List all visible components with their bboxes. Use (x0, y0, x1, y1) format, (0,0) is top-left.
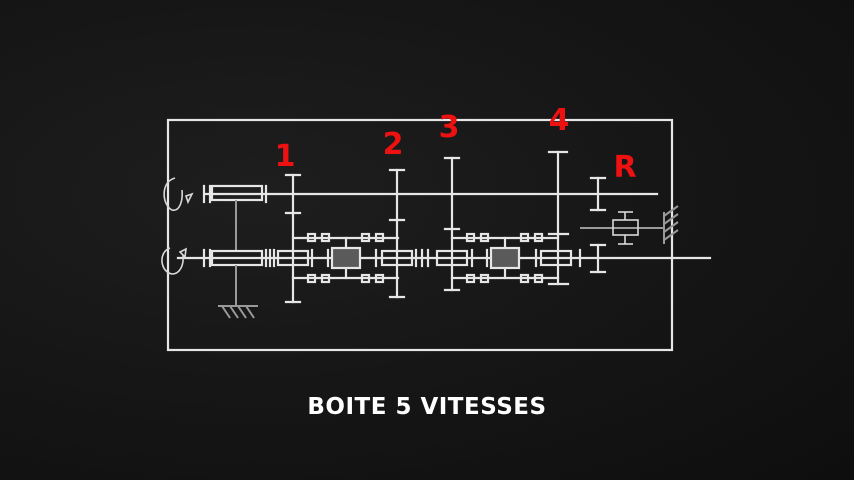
input-clutch (202, 184, 276, 319)
synchronizer-3-4 (450, 232, 560, 284)
gear-label-4: 4 (549, 103, 570, 138)
reverse-gear (580, 176, 679, 274)
gear-pair-3 (435, 156, 474, 292)
input-rotation-icon (163, 177, 194, 211)
gear-pair-4 (539, 150, 582, 286)
gear-label-2: 2 (383, 127, 404, 162)
synchronizer-1-2 (291, 232, 400, 284)
gear-label-3: 3 (439, 110, 460, 145)
output-rotation-icon (161, 247, 187, 275)
gear-pair-1 (276, 173, 314, 304)
gear-pair-2 (380, 168, 430, 299)
gear-label-reverse: R (613, 150, 636, 185)
gear-label-1: 1 (275, 139, 296, 174)
diagram-title: BOITE 5 VITESSES (307, 394, 547, 420)
